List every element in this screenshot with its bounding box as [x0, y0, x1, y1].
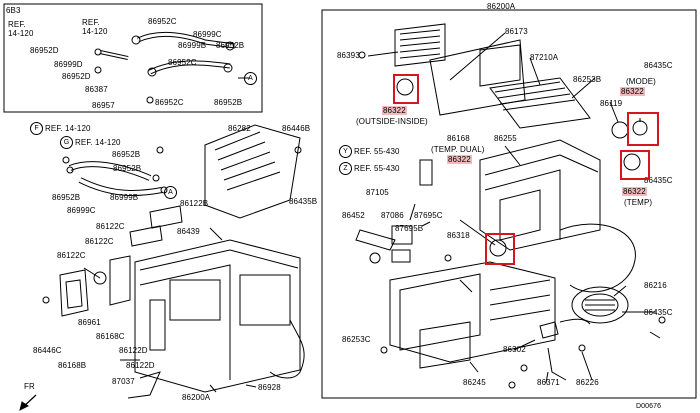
- part-label: 86122B: [180, 199, 209, 208]
- part-label: 86255: [494, 134, 517, 143]
- inset-ref-1: REF. 14-120: [8, 20, 34, 38]
- part-label: 86302: [503, 345, 526, 354]
- part-label: 86952B: [214, 98, 243, 107]
- assembly-title: 86200A: [487, 2, 516, 11]
- part-label: 87695C: [414, 211, 443, 220]
- part-label: 86952D: [30, 46, 59, 55]
- part-label: 86952B: [216, 41, 245, 50]
- highlight-86322-mode: 86322: [620, 87, 645, 96]
- note-outside-inside: (OUTSIDE-INSIDE): [356, 117, 428, 126]
- part-label: 87105: [366, 188, 389, 197]
- ref-label: REF. 55-430: [354, 164, 400, 173]
- part-label: 86999C: [67, 206, 96, 215]
- part-label: 86282: [228, 124, 251, 133]
- part-label: 86999C: [193, 30, 222, 39]
- part-label: 86253C: [342, 335, 371, 344]
- part-label: 86952B: [112, 150, 141, 159]
- part-label: 86119: [600, 99, 623, 108]
- part-label: 86216: [644, 281, 667, 290]
- ref-circle-a: A: [244, 72, 257, 85]
- part-label: 86952C: [155, 98, 184, 107]
- part-label: 86173: [505, 27, 528, 36]
- part-label: 86452: [342, 211, 365, 220]
- highlight-86322-outside-inside: 86322: [382, 106, 407, 115]
- part-label: 86446B: [282, 124, 311, 133]
- part-label: 86253B: [573, 75, 602, 84]
- part-label: 86387: [85, 85, 108, 94]
- figure-id: D00676: [636, 403, 662, 410]
- actuator-outside-inside-highlight: [393, 74, 419, 104]
- part-label: 86200A: [182, 393, 211, 402]
- part-label: 86371: [537, 378, 560, 387]
- part-label: 87037: [112, 377, 135, 386]
- part-label: 86999B: [110, 193, 139, 202]
- part-label: 86952B: [52, 193, 81, 202]
- actuator-mode-highlight: [627, 112, 659, 146]
- inset-ref-2: REF. 14-120: [82, 18, 108, 36]
- part-label: 86435C: [644, 308, 673, 317]
- assembly-frame: [321, 9, 697, 399]
- note-temp-dual: (TEMP. DUAL): [431, 145, 485, 154]
- part-label: 86435B: [289, 197, 318, 206]
- part-label: 86446C: [33, 346, 62, 355]
- actuator-temp-dual-highlight: [485, 233, 515, 265]
- ref-label: REF. 14-120: [75, 138, 121, 147]
- part-label: 86122C: [96, 222, 125, 231]
- ref-circle-y: Y: [339, 145, 352, 158]
- note-temp: (TEMP): [624, 198, 653, 207]
- ref-label: REF. 14-120: [45, 124, 91, 133]
- ref-circle-g: G: [60, 136, 73, 149]
- part-label: 87695B: [395, 224, 424, 233]
- part-label: 86318: [447, 231, 470, 240]
- ref-circle-z: Z: [339, 162, 352, 175]
- part-label: 87086: [381, 211, 404, 220]
- fr-label: FR: [24, 382, 35, 391]
- part-label: 86952D: [62, 72, 91, 81]
- part-label: 86999B: [178, 41, 207, 50]
- ref-circle-a: A: [164, 186, 177, 199]
- part-label: 86435C: [644, 176, 673, 185]
- part-label: 86999D: [54, 60, 83, 69]
- part-label: 86439: [177, 227, 200, 236]
- part-label: 86393: [337, 51, 360, 60]
- note-mode: (MODE): [626, 77, 656, 86]
- part-label: 86245: [463, 378, 486, 387]
- ref-circle-f: F: [30, 122, 43, 135]
- part-label: 86122C: [57, 251, 86, 260]
- part-label: 86952C: [168, 58, 197, 67]
- part-label: 86928: [258, 383, 281, 392]
- part-label: 86952B: [113, 164, 142, 173]
- part-label: 86957: [92, 101, 115, 110]
- part-label: 86168B: [58, 361, 87, 370]
- part-label: 86168: [447, 134, 470, 143]
- inset-frame: [3, 3, 263, 113]
- part-label: 87210A: [530, 53, 559, 62]
- highlight-86322-temp-dual: 86322: [447, 155, 472, 164]
- part-label: 86435C: [644, 61, 673, 70]
- part-label: 86952C: [148, 17, 177, 26]
- part-label: 86961: [78, 318, 101, 327]
- highlight-86322-temp: 86322: [622, 187, 647, 196]
- part-label: 86122C: [85, 237, 114, 246]
- ref-label: REF. 55-430: [354, 147, 400, 156]
- actuator-temp-highlight: [620, 150, 650, 180]
- part-label: 86122D: [119, 346, 148, 355]
- part-label: 86226: [576, 378, 599, 387]
- section-label: 6B3: [6, 6, 21, 15]
- part-label: 86122D: [126, 361, 155, 370]
- part-label: 86168C: [96, 332, 125, 341]
